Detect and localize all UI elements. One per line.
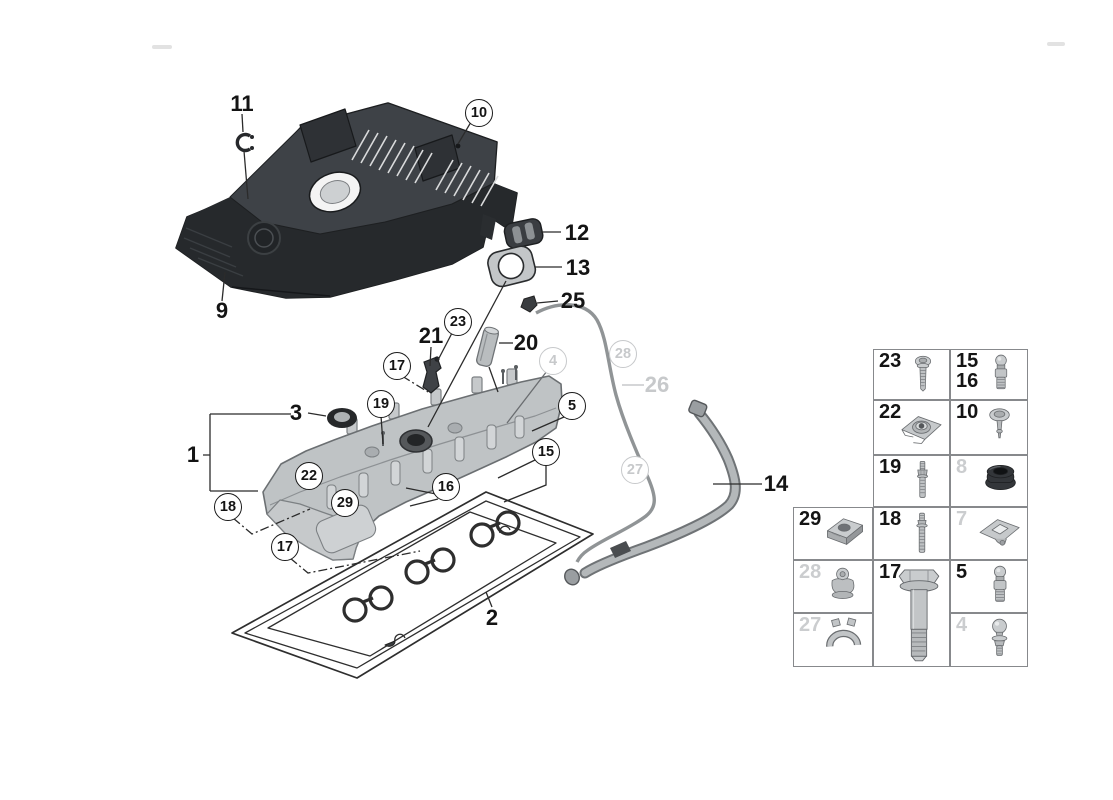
- legend-cell-numbers: 18: [879, 508, 902, 530]
- legend-number: 8: [956, 456, 968, 478]
- legend-cell-numbers: 7: [956, 508, 968, 530]
- legend-cell-17[interactable]: 17: [873, 560, 950, 667]
- legend-number: 18: [879, 508, 902, 530]
- legend-cell-23[interactable]: 23: [873, 349, 950, 400]
- gasket-part-2: [231, 491, 594, 679]
- callout-17[interactable]: 17: [271, 533, 299, 561]
- callout-18[interactable]: 18: [214, 493, 242, 521]
- callout-19[interactable]: 19: [367, 390, 395, 418]
- legend-number: 17: [879, 561, 902, 583]
- legend-number: 10: [956, 401, 979, 423]
- valve-part-20: [476, 326, 499, 367]
- leader-lines-dashdot: [232, 375, 429, 574]
- breather-hose-part-14: [564, 399, 741, 586]
- legend-cell-numbers: 17: [879, 561, 902, 583]
- legend-number: 16: [956, 369, 979, 392]
- callout-15[interactable]: 15: [532, 438, 560, 466]
- legend-number: 7: [956, 508, 968, 530]
- legend-cell-numbers: 22: [879, 401, 902, 423]
- legend-cell-numbers: 4: [956, 614, 968, 636]
- legend-cell-numbers: 29: [799, 508, 822, 530]
- legend-cell-27[interactable]: 27: [793, 613, 873, 667]
- sealing-ring-part-3: [327, 408, 357, 428]
- hose-clamp-icon: [820, 617, 869, 663]
- callout-9[interactable]: 9: [215, 298, 229, 323]
- vent-bolt-icon: [978, 353, 1024, 396]
- legend-cell-numbers: 8: [956, 456, 968, 478]
- callout-28[interactable]: 28: [609, 340, 637, 368]
- oil-filler-cap-part-12: [503, 218, 544, 249]
- legend-cell-numbers: 23: [879, 350, 902, 372]
- legend-cell-4[interactable]: 4: [950, 613, 1028, 667]
- plug-icon: [975, 405, 1024, 451]
- vent-hose-part: [535, 303, 656, 563]
- legend-cell-8[interactable]: 8: [950, 455, 1028, 507]
- callout-22[interactable]: 22: [295, 462, 323, 490]
- callout-21[interactable]: 21: [418, 323, 444, 348]
- legend-number: 5: [956, 561, 968, 583]
- callout-25[interactable]: 25: [560, 288, 586, 313]
- callout-29[interactable]: 29: [331, 489, 359, 517]
- bracket-part-21: [422, 356, 442, 394]
- legend-cell-numbers: 10: [956, 401, 979, 423]
- legend-number: 15: [956, 350, 979, 372]
- vent-bolt-icon: [976, 564, 1024, 609]
- vent-slots: [351, 129, 499, 207]
- flange-screw-icon: [900, 353, 946, 396]
- legend-cell-22[interactable]: 22: [873, 400, 950, 455]
- legend-number: 23: [879, 350, 902, 372]
- legend-cell-7[interactable]: 7: [950, 507, 1028, 560]
- legend-number: 27: [799, 614, 822, 636]
- legend-cell-numbers: 19: [879, 456, 902, 478]
- ball-stud-icon: [975, 617, 1024, 663]
- callout-20[interactable]: 20: [513, 330, 539, 355]
- legend-cell-numbers: 5: [956, 561, 968, 583]
- callout-13[interactable]: 13: [565, 255, 591, 280]
- stud-icon: [899, 459, 946, 503]
- retaining-clip-part-11: [235, 132, 254, 153]
- callout-5[interactable]: 5: [558, 392, 586, 420]
- legend-cell-5[interactable]: 5: [950, 560, 1028, 613]
- legend-cell-29[interactable]: 29: [793, 507, 873, 560]
- legend-number: 4: [956, 614, 968, 636]
- grommet-icon: [977, 459, 1024, 503]
- cage-clip-icon: [821, 511, 869, 556]
- hose-clip-part-25: [520, 295, 538, 313]
- callout-3[interactable]: 3: [289, 400, 303, 425]
- spring-clip-icon: [976, 511, 1024, 556]
- legend-number: 29: [799, 508, 822, 530]
- callout-4[interactable]: 4: [539, 347, 567, 375]
- callout-2[interactable]: 2: [485, 605, 499, 630]
- engine-cover-part: [175, 102, 518, 299]
- pipe-clip-icon: [821, 564, 869, 609]
- hex-bolt-icon: [892, 564, 946, 663]
- stud-long-icon: [898, 511, 946, 556]
- legend-cell-numbers: 27: [799, 614, 822, 636]
- legend-number: 28: [799, 561, 822, 583]
- legend-cell-28[interactable]: 28: [793, 560, 873, 613]
- callout-14[interactable]: 14: [763, 471, 789, 496]
- legend-cell-19[interactable]: 19: [873, 455, 950, 507]
- callout-11[interactable]: 11: [230, 91, 254, 116]
- callout-26[interactable]: 26: [644, 372, 670, 397]
- callout-16[interactable]: 16: [432, 473, 460, 501]
- filler-cap-gasket-part-13: [487, 245, 537, 288]
- callout-1[interactable]: 1: [186, 442, 200, 467]
- legend-number: 19: [879, 456, 902, 478]
- callout-17[interactable]: 17: [383, 352, 411, 380]
- legend-cell-numbers: 28: [799, 561, 822, 583]
- callout-12[interactable]: 12: [564, 220, 590, 245]
- legend-number: 22: [879, 401, 902, 423]
- callout-23[interactable]: 23: [444, 308, 472, 336]
- callout-27[interactable]: 27: [621, 456, 649, 484]
- scan-artifacts: [152, 42, 1065, 49]
- legend-cell-18[interactable]: 18: [873, 507, 950, 560]
- cage-nut-icon: [897, 405, 946, 451]
- legend-cell-10[interactable]: 10: [950, 400, 1028, 455]
- callout-10[interactable]: 10: [465, 99, 493, 127]
- leader-lines: [203, 113, 762, 608]
